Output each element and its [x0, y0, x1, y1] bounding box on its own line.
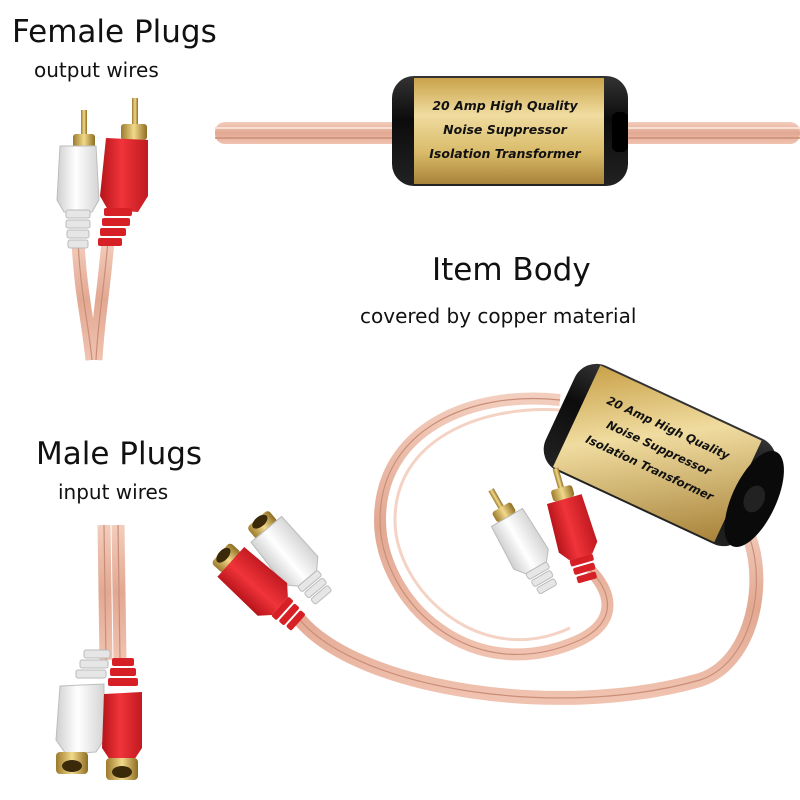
item-body-subtitle: covered by copper material	[360, 304, 637, 328]
coiled-cable	[294, 392, 764, 705]
input-wires	[97, 524, 127, 661]
red-rca-plug-top	[98, 98, 148, 246]
output-wires	[71, 239, 115, 361]
angled-transformer: 20 Amp High Quality Noise Suppressor Iso…	[543, 363, 784, 547]
white-rca-jack-bottom	[55, 649, 111, 774]
white-rca-jack-center	[248, 511, 332, 605]
red-rca-jack-center	[212, 543, 305, 631]
top-label-line3: Isolation Transformer	[429, 146, 581, 161]
female-plugs-title: Female Plugs	[12, 14, 217, 50]
top-label-line2: Noise Suppressor	[443, 122, 568, 137]
male-plugs-subtitle: input wires	[58, 480, 169, 504]
item-body-title: Item Body	[432, 252, 591, 288]
white-rca-plug-top	[56, 110, 100, 249]
red-rca-jack-bottom	[102, 658, 142, 780]
top-transformer: 20 Amp High Quality Noise Suppressor Iso…	[392, 76, 628, 186]
red-rca-plug-center	[546, 467, 598, 584]
white-rca-plug-center	[488, 488, 557, 595]
top-label-line1: 20 Amp High Quality	[432, 98, 578, 113]
female-plugs-subtitle: output wires	[34, 58, 159, 82]
male-plugs-title: Male Plugs	[36, 436, 203, 472]
